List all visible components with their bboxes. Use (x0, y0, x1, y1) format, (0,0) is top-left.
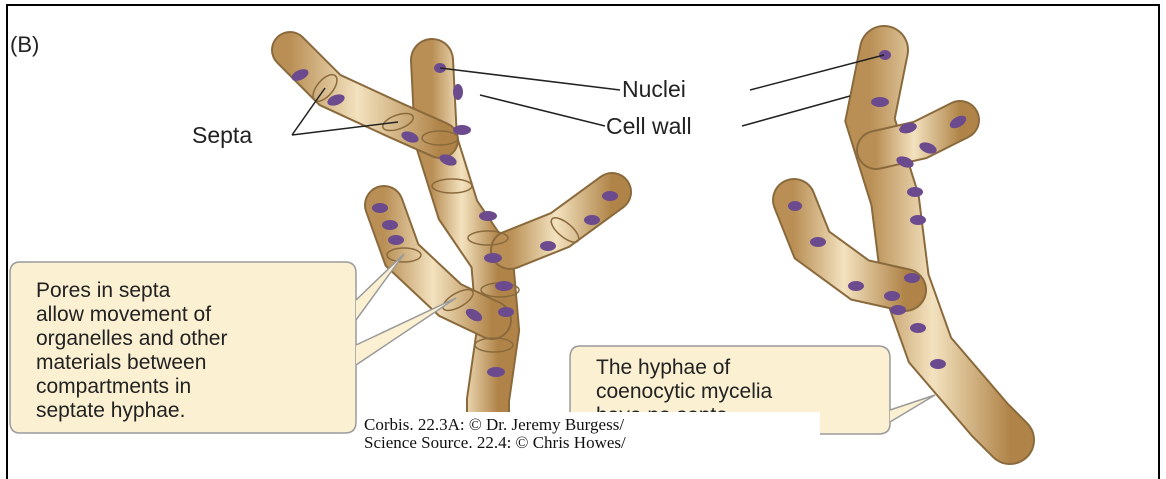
credit-text: Corbis. 22.3A: © Dr. Jeremy Burgess/ Sci… (364, 415, 628, 452)
image-credit: Corbis. 22.3A: © Dr. Jeremy Burgess/ Sci… (360, 412, 820, 452)
cell-wall-label: Cell wall (606, 113, 692, 139)
nuclei-label: Nuclei (622, 76, 686, 102)
pores-callout: Pores in septa allow movement of organel… (10, 254, 456, 433)
panel-label: (B) (10, 32, 39, 57)
septa-label: Septa (192, 122, 252, 148)
